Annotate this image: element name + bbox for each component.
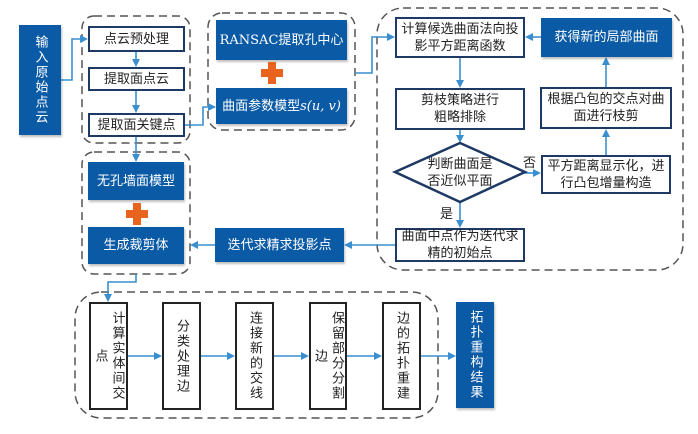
convex-line-2: 行凸包增量构造 xyxy=(560,175,652,191)
midpoint-line-1: 曲面中点作为迭代求 xyxy=(401,229,519,244)
prune-line-1: 剪枝策略进行 xyxy=(420,93,499,108)
no-label: 否 xyxy=(523,156,537,171)
clip-body-label: 生成裁剪体 xyxy=(103,238,169,253)
group-model-frame xyxy=(207,12,356,131)
prune-box: 剪枝策略进行 粗略排除 xyxy=(395,88,525,130)
result-box: 拓扑重构结果 xyxy=(456,302,494,408)
trim-line-1: 根据凸包的交点对曲 xyxy=(547,92,665,107)
step-extract-surface-cloud-label: 提取面点云 xyxy=(103,71,169,87)
iterate-projection-label: 迭代求精求投影点 xyxy=(227,237,332,253)
compute-line-1: 计算候选曲面法向投 xyxy=(401,21,519,37)
ransac-label: RANSAC提取孔中心 xyxy=(219,32,344,48)
trim-box: 根据凸包的交点对曲 面进行枝剪 xyxy=(540,87,672,129)
plus-icon xyxy=(126,203,148,225)
topo-step-intersections: 计算实体间交点 xyxy=(89,302,128,410)
topo-step-5-label: 边的拓扑重建 xyxy=(394,311,409,401)
step-preprocess-label: 点云预处理 xyxy=(103,31,169,47)
topo-step-4-label: 保留部分分割边 xyxy=(312,311,344,401)
trim-line-2: 面进行枝剪 xyxy=(573,109,639,124)
topo-step-3-label: 连接新的交线 xyxy=(247,311,262,401)
midpoint-box: 曲面中点作为迭代求 精的初始点 xyxy=(395,228,525,262)
step-extract-keypoints: 提取面关键点 xyxy=(88,113,185,137)
result-label: 拓扑重构结果 xyxy=(467,310,483,400)
prune-line-2: 粗略排除 xyxy=(433,110,486,125)
surface-model-label: 曲面参数模型 xyxy=(222,98,301,114)
arrow-input-to-preprocess xyxy=(61,35,88,81)
arrow-keypoints-to-surface xyxy=(185,103,216,126)
plus-icon xyxy=(261,62,283,84)
convex-hull-box: 平方距离显示化，进 行凸包增量构造 xyxy=(541,155,671,194)
input-point-cloud-box: 输入原始点云 xyxy=(19,25,61,135)
midpoint-line-2: 精的初始点 xyxy=(427,246,493,261)
arrow-model-to-compute xyxy=(355,33,395,74)
step-preprocess: 点云预处理 xyxy=(88,26,185,52)
decision-diamond xyxy=(391,141,529,204)
decision-text: 判断曲面是 否近似平面 xyxy=(415,156,505,190)
decision-line-1: 判断曲面是 xyxy=(427,157,493,172)
surface-formula: s(u, v) xyxy=(300,98,341,114)
topo-step-keep-edges: 保留部分分割边 xyxy=(309,302,347,410)
topo-step-1-label: 计算实体间交点 xyxy=(92,311,125,401)
wall-model-label: 无孔墙面模型 xyxy=(96,173,175,189)
topo-step-connect-lines: 连接新的交线 xyxy=(235,302,274,410)
decision-line-2: 否近似平面 xyxy=(427,174,493,189)
new-surface-box: 获得新的局部曲面 xyxy=(541,18,672,57)
wall-model-box: 无孔墙面模型 xyxy=(88,162,184,200)
step-extract-keypoints-label: 提取面关键点 xyxy=(97,117,176,133)
step-extract-surface-cloud: 提取面点云 xyxy=(88,67,185,91)
ransac-box: RANSAC提取孔中心 xyxy=(216,20,347,60)
input-label: 输入原始点云 xyxy=(32,35,48,125)
arrow-clip-to-topology xyxy=(104,274,137,302)
yes-label: 是 xyxy=(440,207,454,222)
topo-step-classify-edges: 分类处理边 xyxy=(162,302,201,410)
new-surface-label: 获得新的局部曲面 xyxy=(554,30,659,45)
topo-step-2-label: 分类处理边 xyxy=(174,318,189,394)
clip-body-box: 生成裁剪体 xyxy=(88,227,184,264)
topo-step-rebuild: 边的拓扑重建 xyxy=(382,302,421,410)
convex-line-1: 平方距离显示化，进 xyxy=(547,158,665,174)
iterate-projection-box: 迭代求精求投影点 xyxy=(215,228,344,262)
compute-distance-box: 计算候选曲面法向投 影平方距离函数 xyxy=(395,17,525,58)
compute-line-2: 影平方距离函数 xyxy=(414,38,506,54)
